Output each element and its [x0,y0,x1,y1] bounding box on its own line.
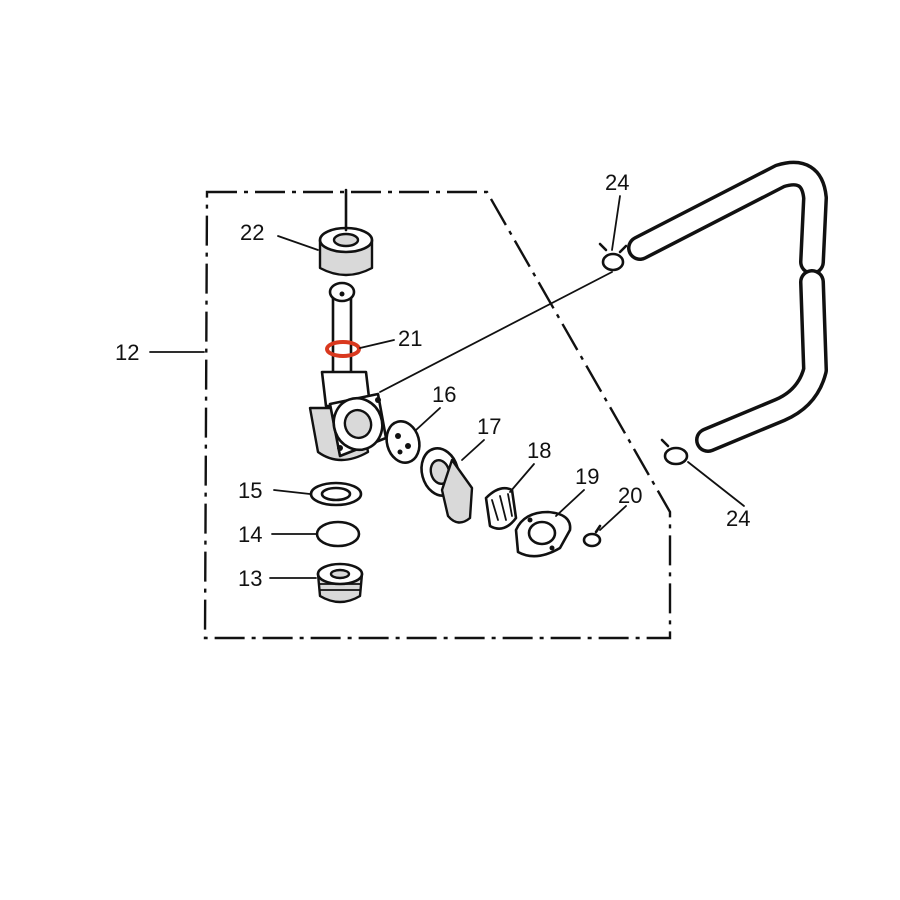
callout-15: 15 [238,478,262,503]
o-ring-21-highlighted [325,340,361,358]
fuel-tap-body [308,370,388,462]
lever-shaft [328,281,356,384]
leader-15 [273,489,311,495]
hose-clamp-upper [598,242,628,272]
hose-clamp-lower [660,438,689,466]
washer-15 [309,481,363,507]
cap-nut-22 [318,188,374,277]
callout-14: 14 [238,522,262,547]
callout-24-upper: 24 [605,170,629,195]
drain-cap-13 [316,562,364,604]
callout-22: 22 [240,220,264,245]
leader-18 [509,463,535,493]
routing-line [379,271,613,393]
screw-20 [582,524,602,548]
leader-19 [555,489,585,517]
leader-24-upper [611,195,621,251]
callout-13: 13 [238,566,262,591]
leader-16 [415,407,441,431]
callout-17: 17 [477,414,501,439]
lever-17 [420,447,474,524]
leader-24-lower [687,461,745,507]
callout-24-lower: 24 [726,506,750,531]
fuel-hose-upper [627,160,828,275]
gasket-16 [385,419,421,465]
leader-21 [359,339,395,349]
fuel-hose-lower [695,269,828,453]
callout-21: 21 [398,326,422,351]
leader-17 [461,439,485,461]
callout-20: 20 [618,483,642,508]
assembly-boundary [203,190,672,640]
callout-19: 19 [575,464,599,489]
callout-18: 18 [527,438,551,463]
plate-19 [514,510,572,558]
callout-16: 16 [432,382,456,407]
leader-22 [277,235,319,251]
leader-20 [599,505,627,531]
wave-washer-18 [484,486,518,530]
o-ring-14 [315,520,361,548]
callout-12: 12 [115,340,139,365]
